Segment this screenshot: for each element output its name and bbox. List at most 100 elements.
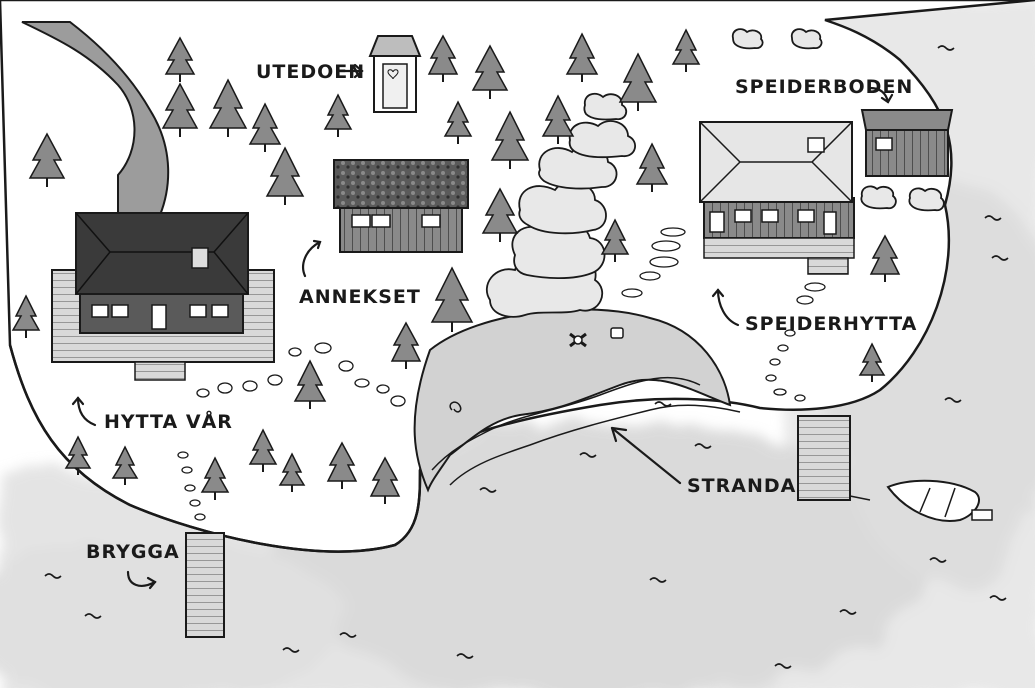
stepping-stone-icon (639, 271, 661, 281)
tree-icon (293, 359, 327, 409)
cabin-speiderhytta (699, 121, 855, 275)
stepping-stone-icon (796, 295, 814, 305)
label-hytta-var: HYTTA VÅR (104, 411, 233, 433)
campfire-icon (569, 332, 587, 348)
stepping-stone-icon (217, 382, 233, 394)
beach-stranda (413, 308, 732, 493)
tree-icon (278, 452, 306, 492)
tree-icon (869, 234, 901, 282)
tree-icon (618, 52, 658, 111)
bush-icon (860, 185, 897, 210)
stepping-stone-icon (784, 329, 796, 337)
stepping-stone-icon (765, 374, 777, 382)
arrow-icon (302, 239, 322, 278)
tree-icon (161, 82, 199, 137)
cabin-hytta-var (51, 212, 275, 381)
tree-icon (11, 294, 41, 338)
label-speiderhytta: SPEIDERHYTTA (745, 313, 918, 335)
tree-icon (427, 34, 459, 82)
tree-icon (248, 428, 278, 472)
outhouse-icon (368, 35, 422, 113)
tree-icon (265, 146, 305, 205)
label-brygga: BRYGGA (86, 541, 180, 563)
cabin-annekset (333, 159, 469, 253)
shell-icon (449, 401, 462, 413)
trees (11, 28, 901, 504)
stepping-stone-icon (338, 360, 354, 372)
tree-icon (471, 44, 509, 99)
bush-icon (731, 28, 764, 50)
bush-icon (790, 28, 823, 50)
arrow-icon (711, 288, 740, 327)
bucket-icon (610, 327, 624, 339)
tree-icon (111, 445, 139, 485)
stepping-stone-icon (189, 499, 201, 507)
arrow-icon (868, 86, 894, 104)
tree-icon (323, 93, 353, 137)
stepping-stone-icon (242, 380, 258, 392)
bushes (485, 28, 945, 318)
stepping-stone-icon (196, 388, 210, 398)
tree-icon (481, 187, 519, 242)
stepping-stone-icon (769, 358, 781, 366)
tree-icon (28, 132, 66, 187)
stepping-stone-icon (376, 384, 390, 394)
stepping-stone-icon (267, 374, 283, 386)
arrow-icon (126, 570, 157, 590)
stepping-stone-icon (184, 484, 196, 492)
label-annekset: ANNEKSET (299, 286, 421, 308)
arrow-icon (338, 63, 364, 79)
beach-wave-line (431, 376, 701, 471)
stepping-stone-icon (777, 344, 789, 352)
tree-icon (164, 36, 196, 82)
stepping-stone-icon (649, 256, 679, 268)
label-stranda: STRANDA (687, 475, 797, 497)
tree-icon (64, 435, 92, 475)
dock-speiderhytta (797, 415, 851, 501)
stepping-stone-icon (181, 466, 193, 474)
stepping-stone-icon (773, 388, 787, 396)
bush-icon (908, 187, 945, 212)
shed-speiderboden (860, 109, 954, 177)
stepping-stone-icon (804, 282, 826, 292)
tree-icon (600, 218, 630, 262)
bush-icon (518, 181, 607, 235)
tree-icon (390, 321, 422, 369)
tree-icon (248, 102, 282, 152)
arrow-icon (610, 426, 682, 485)
arrows (71, 63, 894, 590)
beach-wave-line (449, 404, 741, 486)
stepping-stone-icon (288, 347, 302, 357)
tree-icon (565, 32, 599, 82)
rowboat-icon (849, 479, 993, 522)
stepping-stone-icon (354, 378, 370, 388)
tree-icon (541, 94, 575, 144)
tree-icon (635, 142, 669, 192)
water-ripples (44, 45, 1009, 669)
stepping-stone-icon (660, 227, 686, 237)
tree-icon (443, 100, 473, 144)
dock-brygga (185, 532, 225, 638)
stepping-stone-icon (794, 394, 806, 402)
arrow-icon (71, 396, 97, 427)
tree-icon (490, 110, 530, 169)
bush-icon (568, 120, 636, 159)
stepping-stone-icon (177, 451, 189, 459)
stepping-stone-icon (651, 240, 681, 252)
bush-icon (583, 92, 628, 121)
stepping-stones-path (177, 227, 826, 521)
tree-icon (208, 78, 248, 137)
stepping-stone-icon (621, 288, 643, 298)
tree-icon (200, 456, 230, 500)
label-utedoen: UTEDOEN (256, 61, 366, 83)
stepping-stone-icon (194, 513, 206, 521)
stepping-stone-icon (314, 342, 332, 354)
tree-icon (671, 28, 701, 72)
tree-icon (430, 266, 474, 332)
stepping-stone-icon (390, 395, 406, 407)
tree-icon (326, 441, 358, 489)
tree-icon (369, 456, 401, 504)
tree-icon (858, 342, 886, 382)
label-speiderboden: SPEIDERBODEN (735, 76, 914, 98)
